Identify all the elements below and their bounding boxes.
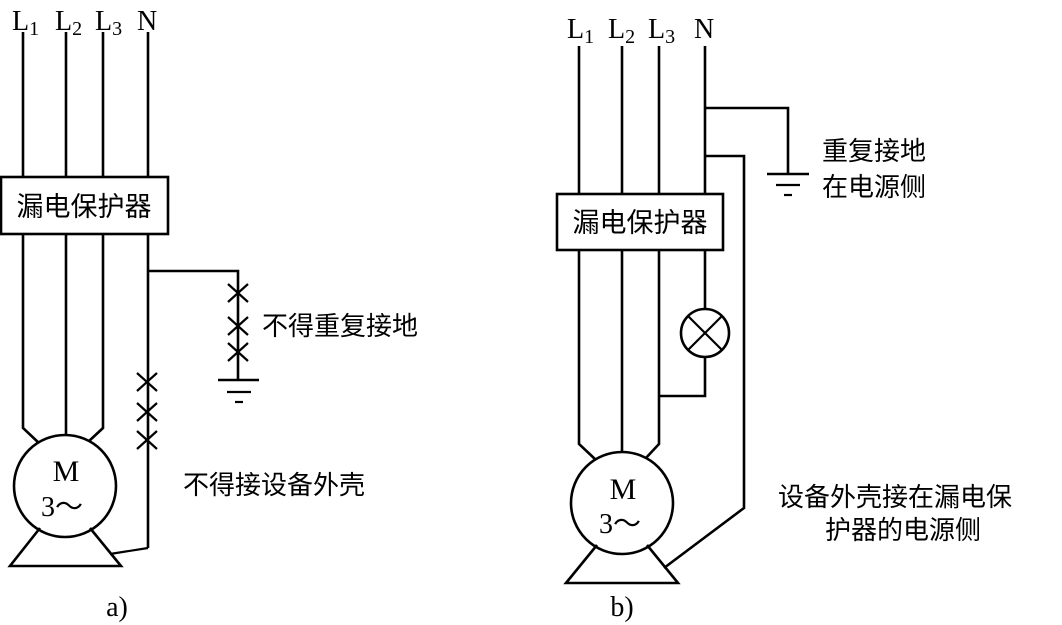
note-repeat-ground-2: 在电源侧 bbox=[822, 173, 926, 203]
wire-N-casing bbox=[109, 546, 149, 556]
lamp-icon bbox=[679, 307, 731, 359]
leakage-protector-box bbox=[0, 175, 170, 236]
note-no-repeat-ground: 不得重复接地 bbox=[262, 312, 418, 342]
leakage-protector-label: 漏电保护器 bbox=[573, 208, 708, 239]
label-L1: L1 bbox=[567, 14, 594, 48]
wire-L1-motor bbox=[21, 234, 41, 445]
cross-mark bbox=[227, 283, 249, 303]
wire-L1-motor bbox=[577, 250, 597, 461]
wire-L3-motor bbox=[644, 250, 661, 460]
panel-b: L1 L2 L3 N 重复接地 在电源侧 漏电保护器 bbox=[555, 14, 1012, 623]
motor-icon bbox=[563, 450, 681, 585]
caption-b: b) bbox=[610, 592, 633, 623]
leakage-protector-label: 漏电保护器 bbox=[17, 192, 152, 223]
cross-mark bbox=[136, 372, 158, 392]
label-N: N bbox=[137, 6, 157, 37]
motor-phase: 3～ bbox=[599, 509, 641, 540]
ground-icon bbox=[218, 378, 259, 404]
motor-letter: M bbox=[53, 455, 80, 488]
ground-icon bbox=[767, 172, 809, 197]
cross-mark bbox=[136, 430, 158, 450]
wire-lamp-L3 bbox=[659, 357, 707, 398]
cross-mark bbox=[227, 342, 249, 362]
cross-mark bbox=[136, 402, 158, 422]
label-L2: L2 bbox=[55, 6, 82, 40]
forbidden-marks-casing bbox=[136, 372, 158, 450]
caption-a: a) bbox=[106, 592, 128, 623]
label-L2: L2 bbox=[608, 14, 635, 48]
label-L1: L1 bbox=[12, 6, 39, 40]
cross-mark bbox=[227, 316, 249, 336]
forbidden-marks-ground bbox=[227, 283, 249, 362]
leakage-protector-box bbox=[555, 192, 725, 252]
note-repeat-ground-1: 重复接地 bbox=[822, 137, 926, 167]
wire-N-ground-branch bbox=[148, 269, 240, 379]
motor-icon bbox=[7, 433, 124, 568]
motor-letter: M bbox=[610, 473, 637, 506]
panel-a: L1 L2 L3 N 漏电保护器 bbox=[0, 6, 418, 623]
wire-N-repeat-ground bbox=[705, 106, 790, 173]
motor-phase: 3～ bbox=[41, 492, 83, 523]
note-casing-2: 护器的电源侧 bbox=[825, 516, 981, 546]
wire-L3-motor bbox=[87, 234, 105, 443]
label-N: N bbox=[694, 14, 714, 45]
label-L3: L3 bbox=[95, 6, 122, 40]
note-casing-1: 设备外壳接在漏电保 bbox=[778, 483, 1012, 513]
label-L3: L3 bbox=[648, 14, 675, 48]
wire-N-casing bbox=[663, 154, 746, 570]
note-no-casing: 不得接设备外壳 bbox=[183, 471, 365, 501]
